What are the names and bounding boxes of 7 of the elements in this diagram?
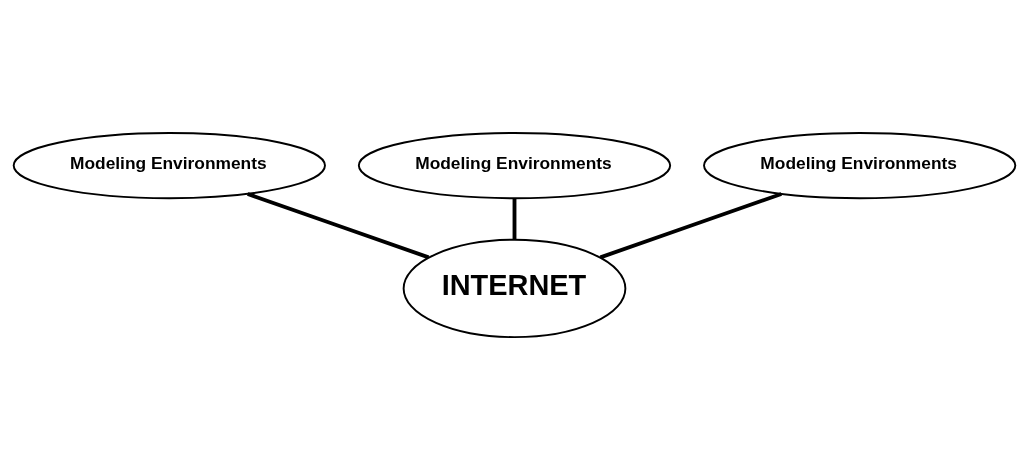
node-ellipse: INTERNET: [402, 238, 627, 339]
connector: [247, 192, 430, 260]
connector: [599, 192, 782, 260]
node-ellipse: Modeling Environments: [12, 131, 326, 200]
connector: [512, 198, 517, 240]
node-ellipse: Modeling Environments: [703, 131, 1017, 200]
node-ellipse: Modeling Environments: [357, 131, 672, 200]
